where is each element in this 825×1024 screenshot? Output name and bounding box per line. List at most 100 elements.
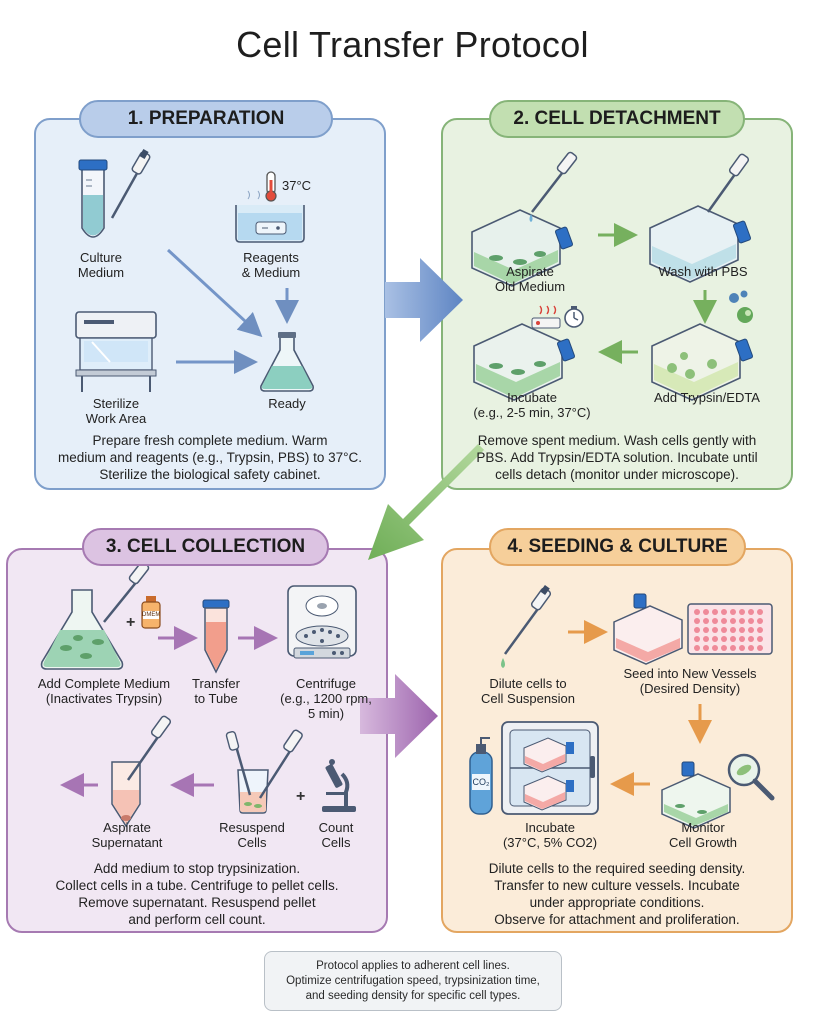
text-line: Transfer to new culture vessels. Incubat… [494, 878, 740, 893]
flask-aspirate-icon [471, 151, 578, 287]
text-line: Optimize centrifugation speed, trypsiniz… [286, 975, 540, 987]
text-line: Transfer [192, 676, 240, 691]
plus-sign-2: + [296, 788, 306, 805]
flask-add-medium-icon [40, 561, 150, 670]
beaker-resuspend-icon [225, 729, 303, 814]
text-line: Resuspend [219, 820, 285, 835]
medium-bottle-icon [141, 596, 161, 629]
description-preparation: Prepare fresh complete medium. Warm mediu… [44, 432, 376, 483]
incubator-timer-icon [531, 305, 584, 329]
text-line: (Inactivates Trypsin) [45, 691, 163, 706]
plus-sign: + [126, 614, 136, 631]
text-line: PBS. Add Trypsin/EDTA solution. Incubate… [476, 450, 758, 465]
text-line: and perform cell count. [128, 912, 266, 927]
text-line: Seed into New Vessels [623, 666, 757, 681]
arrow-2-to-3 [368, 444, 505, 560]
trypsin-enzyme-icon [729, 290, 753, 323]
arrow-3-to-4 [360, 674, 438, 758]
text-line: under appropriate conditions. [529, 895, 705, 910]
text-line: Count [318, 820, 354, 835]
panel-heading-seeding-culture: 4. SEEDING & CULTURE [489, 528, 746, 566]
text-line: Monitor [681, 820, 725, 835]
biosafety-cabinet-icon [75, 311, 157, 392]
flask-seed-icon [613, 593, 683, 665]
text-line: medium and reagents (e.g., Trypsin, PBS)… [57, 450, 363, 465]
description-cell-collection: Add medium to stop trypsinization. Collec… [20, 860, 374, 928]
bottle-tag: DMEM [142, 612, 161, 618]
label-add-trypsin: Add Trypsin/EDTA [642, 390, 772, 405]
thermometer-icon [265, 171, 277, 202]
flask-incubate-icon [473, 323, 575, 401]
label-seed-new-vessels: Seed into New Vessels(Desired Density) [610, 666, 770, 696]
text-line: Centrifuge [296, 676, 356, 691]
centrifuge-icon [287, 585, 357, 659]
well-plate-icon [687, 603, 773, 655]
pipette-dilute-icon [501, 585, 552, 668]
text-line: Medium [77, 265, 125, 280]
text-line: Reagents [243, 250, 299, 265]
temperature-label: 37°C [282, 178, 312, 193]
text-line: Ready [268, 396, 306, 411]
text-line: Remove supernatant. Resuspend pellet [78, 895, 316, 910]
text-line: (e.g., 1200 rpm, [280, 691, 372, 706]
text-line: Incubate [507, 390, 557, 405]
panel-heading-cell-detachment: 2. CELL DETACHMENT [489, 100, 745, 138]
text-line: Sterilize [92, 396, 140, 411]
text-line: Dilute cells to the required seeding den… [488, 861, 746, 876]
text-line: Work Area [85, 411, 147, 426]
description-cell-detachment: Remove spent medium. Wash cells gently w… [451, 432, 783, 483]
co2-tag: CO₂ [472, 777, 490, 787]
conical-tube-icon [202, 599, 230, 674]
pipette-icon [110, 149, 151, 219]
text-line: and seeding density for specific cell ty… [305, 990, 521, 1002]
text-line: Remove spent medium. Wash cells gently w… [477, 433, 757, 448]
label-ready: Ready [252, 396, 322, 411]
tube-aspirate-icon [111, 715, 172, 828]
label-wash-pbs: Wash with PBS [648, 264, 758, 279]
text-line: Cells [321, 835, 351, 850]
culture-medium-tube-icon [78, 159, 108, 238]
text-line: (37°C, 5% CO2) [502, 835, 598, 850]
text-line: Aspirate [506, 264, 554, 279]
magnifier-icon [727, 753, 775, 801]
flask-monitor-icon [661, 761, 731, 829]
text-line: (e.g., 2-5 min, 37°C) [473, 405, 591, 420]
text-line: Incubate [525, 820, 575, 835]
text-line: Add medium to stop trypsinization. [93, 861, 301, 876]
text-line: Cell Growth [669, 835, 737, 850]
text-line: Add Trypsin/EDTA [654, 390, 760, 405]
text-line: Prepare fresh complete medium. Warm [92, 433, 328, 448]
text-line: Collect cells in a tube. Centrifuge to p… [55, 878, 339, 893]
water-bath-icon [235, 190, 305, 243]
description-seeding-culture: Dilute cells to the required seeding den… [451, 860, 783, 928]
flask-wash-icon [649, 153, 751, 283]
text-line: Aspirate [103, 820, 151, 835]
label-incubate-detach: Incubate(e.g., 2-5 min, 37°C) [462, 390, 602, 420]
text-line: Old Medium [494, 279, 566, 294]
arrow-1-to-2 [385, 258, 463, 342]
text-line: to Tube [194, 691, 238, 706]
panel-heading-preparation: 1. PREPARATION [79, 100, 333, 138]
text-line: 5 min) [307, 706, 345, 721]
flask-ready-icon [260, 332, 314, 392]
page-title: Cell Transfer Protocol [236, 24, 589, 65]
text-line: Supernatant [91, 835, 163, 850]
microscope-icon [322, 759, 356, 812]
footnote: Protocol applies to adherent cell lines.… [264, 951, 562, 1011]
text-line: Sterilize the biological safety cabinet. [99, 467, 321, 482]
panel-heading-cell-collection: 3. CELL COLLECTION [82, 528, 329, 566]
text-line: Cell Suspension [481, 691, 575, 706]
label-add-complete-medium: Add Complete Medium(Inactivates Trypsin) [34, 676, 174, 706]
text-line: Wash with PBS [658, 264, 748, 279]
label-centrifuge: Centrifuge(e.g., 1200 rpm,5 min) [276, 676, 376, 721]
text-line: Add Complete Medium [37, 676, 171, 691]
text-line: & Medium [241, 265, 301, 280]
